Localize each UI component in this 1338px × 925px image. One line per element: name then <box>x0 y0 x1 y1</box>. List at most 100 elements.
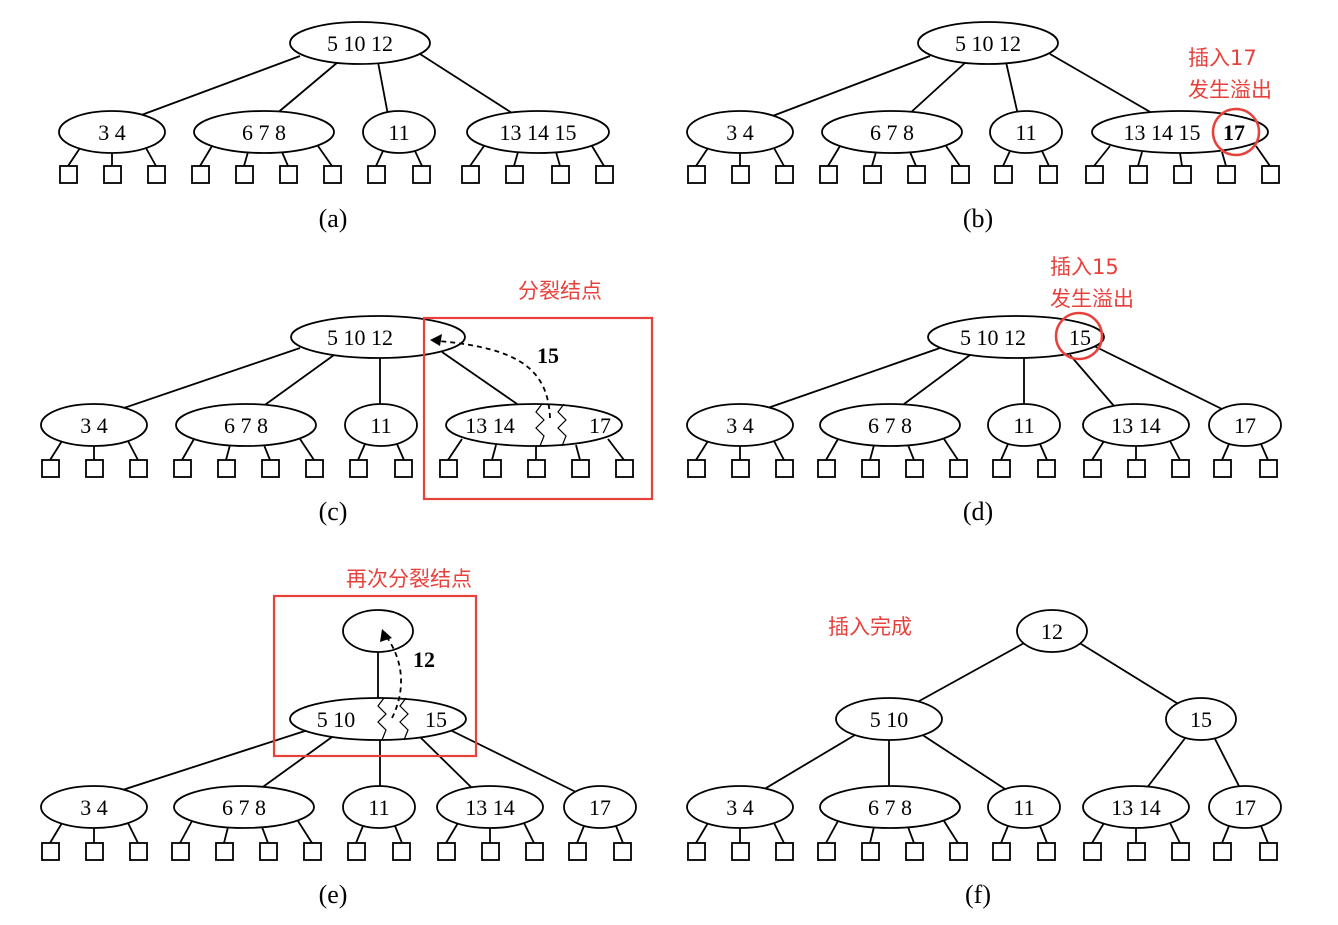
child-node: 13 14 <box>1082 785 1190 861</box>
split-right-keys: 15 <box>425 707 447 732</box>
child-node: 11 <box>987 785 1061 861</box>
caption-e: (e) <box>319 880 348 909</box>
child-keys: 11 <box>1015 120 1036 145</box>
promoted-key: 15 <box>537 343 559 368</box>
child-node: 13 14 <box>436 785 544 861</box>
root-node <box>1016 609 1088 653</box>
arrow-head <box>430 334 442 346</box>
root-node <box>917 21 1059 65</box>
child-keys: 17 <box>1234 413 1256 438</box>
child-keys: 6 7 8 <box>224 413 268 438</box>
child-keys: 3 4 <box>80 795 108 820</box>
child-keys: 6 7 8 <box>868 795 912 820</box>
child-keys: 6 7 8 <box>222 795 266 820</box>
annotation-split-again: 再次分裂结点 <box>346 567 472 591</box>
child-keys: 17 <box>1234 795 1256 820</box>
overflow-node: 13 14 15 17 <box>1085 110 1280 184</box>
root-keys: 5 10 12 <box>327 325 393 350</box>
mid-right-keys: 15 <box>1190 707 1212 732</box>
annotation-split: 分裂结点 <box>518 279 602 303</box>
child-node: 11 <box>344 403 418 478</box>
child-node: 17 <box>563 785 637 861</box>
child-keys: 3 4 <box>726 795 754 820</box>
child-keys: 11 <box>388 120 409 145</box>
panel-b: 5 10 12 3 4 6 7 8 11 <box>686 21 1280 233</box>
child-node: 6 7 8 <box>819 110 970 184</box>
child-node: 6 7 8 <box>171 785 322 861</box>
root-keys: 5 10 12 <box>327 31 393 56</box>
child-keys: 13 14 <box>1111 413 1161 438</box>
child-keys: 17 <box>589 795 611 820</box>
root-keys: 5 10 12 <box>960 325 1026 350</box>
caption-b: (b) <box>963 204 993 233</box>
split-right-keys: 17 <box>589 413 611 438</box>
root-node <box>290 315 466 359</box>
annotation-overflow: 发生溢出 <box>1050 287 1134 311</box>
mid-left-keys: 5 10 <box>870 707 909 732</box>
child-node: 3 4 <box>40 403 148 478</box>
overflow-key: 15 <box>1069 325 1091 350</box>
child-keys: 13 14 15 <box>1124 120 1201 145</box>
split-highlight-box <box>272 594 478 758</box>
highlight-ring <box>1211 107 1261 157</box>
child-keys: 3 4 <box>80 413 108 438</box>
annotation-insert: 插入17 <box>1188 46 1257 70</box>
split-left-keys: 13 14 <box>465 413 515 438</box>
root-keys: 5 10 12 <box>955 31 1021 56</box>
child-node: 3 4 <box>686 403 794 478</box>
arrow-head <box>380 629 392 642</box>
child-keys: 13 14 15 <box>500 120 577 145</box>
child-node: 3 4 <box>58 110 166 184</box>
panel-f: 12 5 10 15 3 4 6 7 8 <box>686 609 1282 909</box>
annotation-overflow: 发生溢出 <box>1188 78 1272 102</box>
child-keys: 11 <box>370 413 391 438</box>
caption-c: (c) <box>319 497 348 526</box>
child-keys: 6 7 8 <box>242 120 286 145</box>
caption-f: (f) <box>965 880 991 909</box>
child-node: 6 7 8 <box>173 403 324 478</box>
child-keys: 11 <box>1013 413 1034 438</box>
child-node: 6 7 8 <box>191 110 342 184</box>
panel-a: 5 10 12 3 4 6 7 8 11 <box>58 21 614 233</box>
caption-d: (d) <box>963 497 993 526</box>
new-root-node <box>342 609 414 653</box>
child-keys: 13 14 <box>1111 795 1161 820</box>
inserted-key: 17 <box>1223 120 1245 145</box>
child-node: 3 4 <box>40 785 148 861</box>
caption-a: (a) <box>319 204 348 233</box>
promoted-key: 12 <box>413 647 435 672</box>
mid-left-node <box>835 697 943 741</box>
child-keys: 13 14 <box>465 795 515 820</box>
child-node: 11 <box>989 110 1063 184</box>
child-keys: 3 4 <box>726 120 754 145</box>
child-keys: 11 <box>368 795 389 820</box>
panel-d: 5 10 12 15 3 4 6 7 8 <box>686 255 1282 526</box>
child-node: 13 14 15 <box>461 110 614 184</box>
child-node: 3 4 <box>686 110 794 184</box>
child-keys: 11 <box>1013 795 1034 820</box>
splitting-node: 13 14 17 <box>439 403 634 478</box>
child-keys: 3 4 <box>726 413 754 438</box>
child-keys: 3 4 <box>98 120 126 145</box>
split-left-keys: 5 10 <box>317 707 356 732</box>
mid-right-node <box>1165 697 1237 741</box>
child-node: 3 4 <box>686 785 794 861</box>
child-keys: 6 7 8 <box>868 413 912 438</box>
child-node: 6 7 8 <box>817 403 968 478</box>
root-keys: 12 <box>1041 619 1063 644</box>
root-node <box>289 21 431 65</box>
splitting-node <box>289 697 467 741</box>
panel-e: 5 10 15 12 3 4 6 7 8 <box>40 567 637 909</box>
child-node: 11 <box>362 110 436 184</box>
annotation-complete: 插入完成 <box>828 615 912 639</box>
child-node: 17 <box>1208 403 1282 478</box>
child-node: 11 <box>342 785 416 861</box>
promotion-arrow <box>385 635 402 719</box>
child-node: 11 <box>987 403 1061 478</box>
child-node: 17 <box>1208 785 1282 861</box>
annotation-insert: 插入15 <box>1050 255 1119 279</box>
child-node: 6 7 8 <box>817 785 968 861</box>
split-highlight-box <box>422 316 654 501</box>
panel-c: 5 10 12 3 4 6 7 8 11 <box>40 279 654 526</box>
